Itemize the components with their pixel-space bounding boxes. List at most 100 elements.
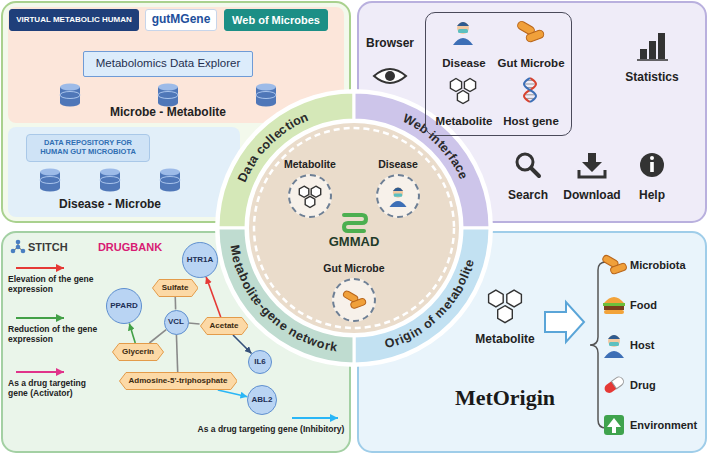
legend-sample xyxy=(16,267,64,269)
label: Help xyxy=(639,189,665,203)
connector xyxy=(233,335,252,354)
entity-icon xyxy=(342,289,366,308)
dashed-circle xyxy=(288,174,332,218)
stitch-logo xyxy=(11,240,26,254)
database-box: Metabolomics Data Explorer xyxy=(83,51,253,76)
label: STITCH xyxy=(28,241,68,254)
gene-icon xyxy=(524,78,536,102)
node-text: Disease xyxy=(378,158,418,172)
legend-text: As a drug targeting gene (Activator) xyxy=(8,378,86,398)
legend-entry: Elevation of the gene expression xyxy=(8,275,108,295)
label: Microbe - Metabolite xyxy=(110,106,226,120)
legend-text: As a drug targeting gene (Inhibitory) xyxy=(198,424,345,434)
metabolite-hexagon: Admosine-5'-triphosphate xyxy=(119,372,238,390)
gene-circle: ABL2 xyxy=(247,385,277,415)
node-text: VIRTUAL METABOLIC HUMAN xyxy=(16,15,132,24)
database-logo: gutMGene xyxy=(145,9,218,31)
node-text: Web of Microbes xyxy=(232,14,320,26)
connector xyxy=(188,322,199,325)
node-text: VCL xyxy=(168,318,184,326)
entity-icon xyxy=(390,187,407,207)
metabolite-hexagon: Glycerin xyxy=(112,343,164,361)
search-icon xyxy=(517,154,539,176)
gene-circle: VCL xyxy=(164,310,189,335)
label: Browser xyxy=(366,37,414,51)
host-icon xyxy=(604,335,624,358)
node-text: HTR1A xyxy=(187,256,214,264)
legend-sample xyxy=(292,417,338,419)
label: Food xyxy=(630,299,657,312)
legend-text: Reduction of the gene expression xyxy=(8,324,97,344)
disease-icon xyxy=(453,22,473,45)
dashed-circle xyxy=(332,278,376,322)
legend-sample xyxy=(16,317,64,319)
database-logo: DATA REPOSITORY FOR HUMAN GUT MICROBIOTA xyxy=(26,134,150,161)
label: Disease - Microbe xyxy=(59,198,161,212)
gene-circle: HTR1A xyxy=(182,242,218,278)
label: Download xyxy=(563,189,620,203)
label: DRUGBANK xyxy=(98,241,162,254)
database-logo: Web of Microbes xyxy=(224,9,328,32)
connector xyxy=(206,277,221,317)
database-icon xyxy=(160,169,180,192)
ring-letter: k xyxy=(329,340,338,354)
download-icon xyxy=(579,153,605,177)
metabolite-hexagon: Sulfate xyxy=(152,279,199,297)
microbe-icon xyxy=(516,20,545,43)
gut-icon xyxy=(344,215,366,231)
connector xyxy=(129,323,135,343)
help-icon xyxy=(640,153,664,177)
legend-entry: As a drug targeting gene (Inhibitory) xyxy=(196,425,346,435)
database-icon xyxy=(256,84,276,107)
node-text: gutMGene xyxy=(152,12,211,26)
connector xyxy=(174,297,176,310)
node-text: ABL2 xyxy=(252,396,273,404)
legend-entry: Reduction of the gene expression xyxy=(8,325,108,345)
microbe-icon xyxy=(602,254,628,275)
node-text: Admosine-5'-triphosphate xyxy=(129,376,228,385)
node-text: Acetate xyxy=(210,321,239,330)
entity-circle: Gut Microbe xyxy=(323,262,384,322)
node-text: GMMAD xyxy=(329,234,380,249)
connector xyxy=(176,334,177,372)
legend-sample xyxy=(16,371,64,373)
database-icon xyxy=(40,169,60,192)
connector xyxy=(218,390,248,397)
label: MetOrigin xyxy=(455,385,555,410)
label: Environment xyxy=(630,419,697,432)
entity-circle: Metabolite xyxy=(284,158,336,218)
legend-text: Elevation of the gene expression xyxy=(8,274,94,294)
node-text: Metabolite xyxy=(436,115,493,127)
big-arrow xyxy=(545,302,584,342)
node-text: IL6 xyxy=(254,358,266,366)
label: Search xyxy=(508,189,548,203)
node-text: Metabolomics Data Explorer xyxy=(96,57,240,69)
label: Host xyxy=(630,339,654,352)
legend-entry: As a drug targeting gene (Activator) xyxy=(8,379,108,399)
node-text: Metabolite xyxy=(284,158,336,172)
eye-icon xyxy=(374,69,406,83)
statistics-icon xyxy=(637,33,668,60)
label: Drug xyxy=(630,379,656,392)
metabolite-hexagon: Acetate xyxy=(200,317,249,335)
entity-icon xyxy=(299,186,320,207)
environment-icon xyxy=(604,415,624,435)
gene-circle: PPARD xyxy=(106,288,142,324)
metabolite-icon xyxy=(489,290,522,323)
node-text: DATA REPOSITORY FOR HUMAN GUT MICROBIOTA xyxy=(33,139,143,156)
drug-icon xyxy=(603,375,625,394)
center-circle: Metabolite DiseaseGut Microbe GMMAD xyxy=(249,123,459,333)
database-icon xyxy=(60,84,80,107)
label: Metabolite xyxy=(475,333,534,347)
node-text: Gut Microbe xyxy=(323,262,384,276)
bracket xyxy=(590,262,606,428)
node-text: Sulfate xyxy=(162,283,189,292)
database-icon xyxy=(158,84,178,107)
node-text: Host gene xyxy=(503,115,559,127)
connector xyxy=(149,330,166,343)
panel-region xyxy=(8,127,240,217)
label: Statistics xyxy=(625,71,678,85)
entity-circle: Disease xyxy=(376,158,420,218)
ring-ground xyxy=(215,89,493,367)
node-text: PPARD xyxy=(110,302,137,310)
